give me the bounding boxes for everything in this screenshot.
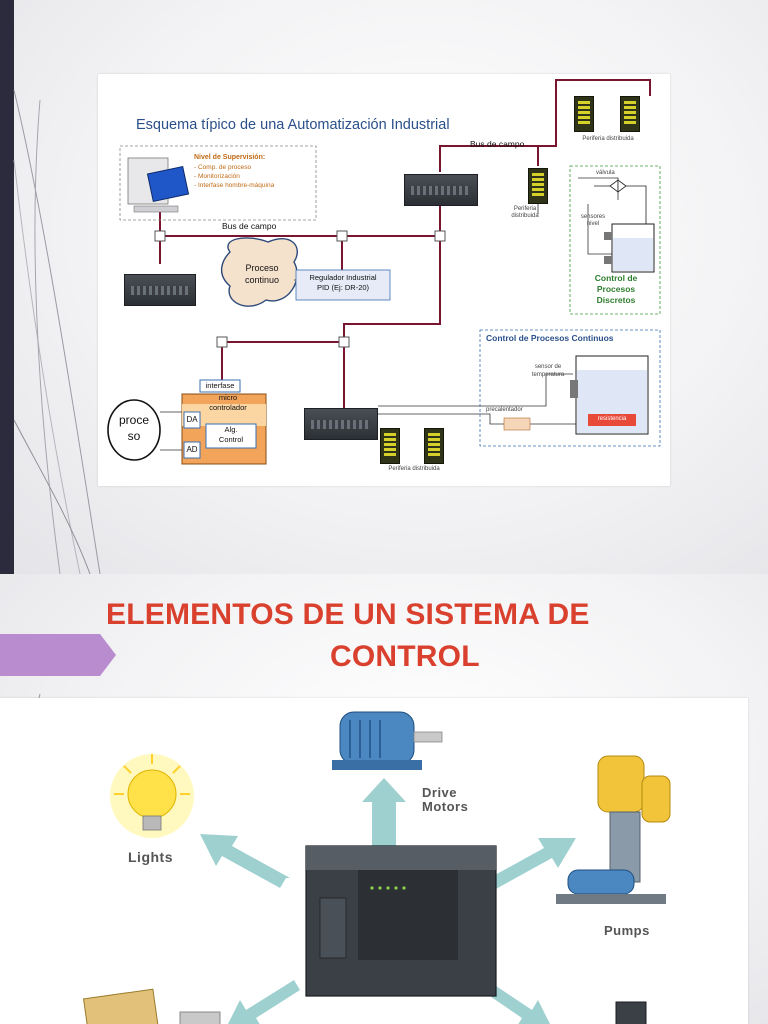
process-circle-line2: so: [127, 429, 141, 443]
level-sensors-label: sensores nivel: [580, 214, 606, 227]
resistor-label: resistencia: [597, 416, 627, 422]
microcontroller-line2: controlador: [209, 403, 247, 412]
periferia-label-bottom: Periferia distribuida: [388, 466, 440, 472]
plc-bottom: [304, 408, 378, 440]
drive-motors-line2: Motors: [422, 799, 469, 814]
plc-left: [124, 274, 196, 306]
continuous-control-title: Control de Procesos Continuos: [486, 333, 614, 343]
temp-sensor-line2: temperatura: [531, 372, 565, 378]
section-title-line1: ELEMENTOS DE UN SISTEMA DE: [106, 598, 590, 631]
section-tab: [0, 634, 116, 676]
preheater-label: precalentador: [486, 407, 523, 413]
temp-sensor-line1: sensor de: [534, 364, 562, 370]
regulator-line2: PID (Ej: DR-20): [316, 283, 370, 292]
slide-control-elements: ELEMENTOS DE UN SISTEMA DE CONTROL: [0, 574, 768, 1024]
supervision-item: - Interfase hombre-máquina: [194, 182, 275, 189]
slide-left-bar: [0, 0, 14, 574]
regulator-line1: Regulador Industrial: [309, 273, 377, 282]
automation-diagram: Esquema típico de una Automatización Ind…: [98, 74, 670, 486]
interface-label: interfase: [205, 381, 235, 390]
ad-label: AD: [186, 445, 198, 454]
bus-label-top: Bus de campo: [470, 139, 525, 149]
plc-top: [404, 174, 478, 206]
process-circle-line1: proce: [118, 413, 150, 427]
supervision-item: - Comp. de proceso: [194, 164, 252, 171]
diagram-wiring: [107, 79, 661, 465]
io-module: [380, 428, 400, 464]
diagram-title: Esquema típico de una Automatización Ind…: [136, 117, 450, 133]
periferia-label-mid: Periferia distribuida: [511, 206, 539, 219]
da-label: DA: [186, 415, 198, 424]
continuous-process-line2: continuo: [244, 275, 280, 285]
io-module: [424, 428, 444, 464]
valve-label: válvula: [596, 170, 615, 176]
discrete-line3: Discretos: [596, 295, 636, 305]
supervision-item: - Monitorización: [194, 173, 240, 180]
control-elements-diagram: Lights Drive Motors Pumps: [0, 698, 748, 1024]
algorithm-line2: Control: [218, 435, 244, 444]
continuous-process-line1: Proceso: [245, 263, 279, 273]
control-elements-graphic: [82, 711, 671, 1024]
discrete-line2: Procesos: [596, 284, 636, 294]
lights-label: Lights: [128, 849, 173, 865]
pumps-label: Pumps: [604, 923, 650, 938]
bus-label-left: Bus de campo: [222, 221, 277, 231]
io-module: [574, 96, 594, 132]
supervision-heading: Nivel de Supervisión:: [194, 154, 266, 161]
io-module: [620, 96, 640, 132]
drive-motors-line1: Drive: [422, 785, 458, 800]
algorithm-line1: Alg.: [224, 425, 238, 434]
section-title-line2: CONTROL: [330, 640, 480, 673]
decorative-curves: [13, 89, 101, 574]
io-module: [528, 168, 548, 204]
periferia-label-top: Periferia distribuida: [582, 136, 634, 142]
microcontroller-line1: micro: [218, 393, 238, 402]
discrete-line1: Control de: [594, 273, 638, 283]
slide-automation-scheme: Esquema típico de una Automatización Ind…: [0, 0, 768, 574]
